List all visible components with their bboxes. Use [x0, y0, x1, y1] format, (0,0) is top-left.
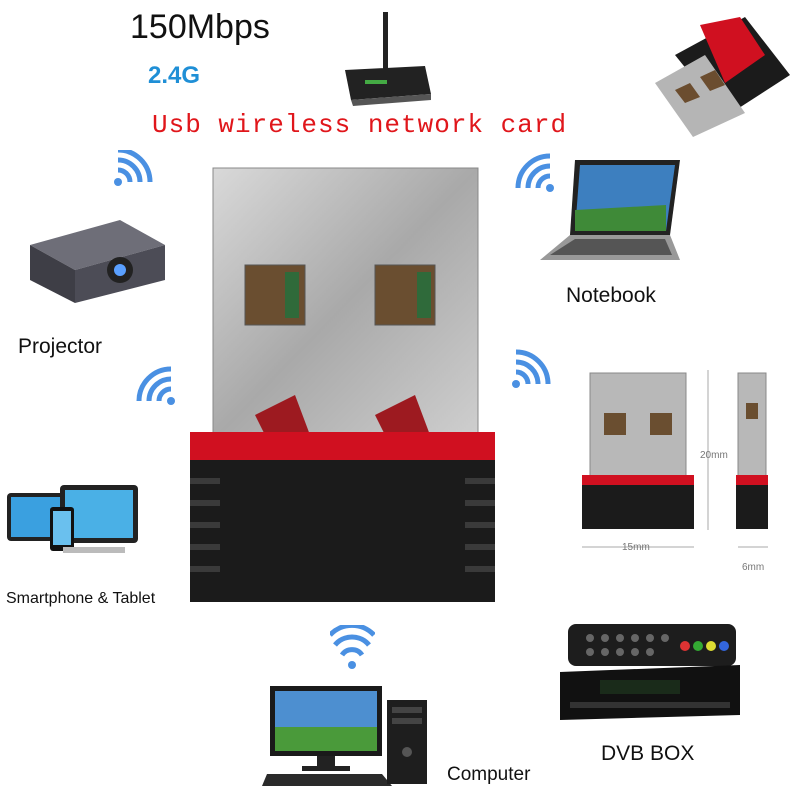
- wifi-icon: [512, 349, 551, 388]
- speed-label: 150Mbps: [130, 8, 270, 46]
- wifi-icon: [515, 153, 554, 192]
- computer-image: [262, 686, 427, 786]
- height-dimension-label: 20mm: [700, 450, 728, 461]
- smartphone-tablet-image: [7, 485, 138, 553]
- adapter-thumbnail-image: [655, 17, 790, 137]
- product-title: Usb wireless network card: [152, 110, 568, 140]
- router-image: [345, 12, 431, 106]
- projector-label: Projector: [18, 335, 103, 358]
- dvb-box-label: DVB BOX: [601, 742, 695, 765]
- dvb-box-image: [560, 624, 740, 720]
- notebook-image: [540, 160, 680, 260]
- band-label: 2.4G: [148, 62, 201, 89]
- width-dimension-label: 15mm: [622, 542, 650, 553]
- wifi-icon: [136, 366, 175, 405]
- usb-adapter-main-image: [190, 167, 495, 602]
- depth-dimension-label: 6mm: [742, 562, 765, 573]
- wifi-icon: [114, 150, 153, 186]
- dimension-diagram-image: [582, 370, 768, 548]
- smartphone-tablet-label: Smartphone & Tablet: [6, 590, 156, 607]
- projector-image: [30, 220, 165, 303]
- wifi-icon: [330, 625, 375, 669]
- computer-label: Computer: [447, 764, 531, 785]
- notebook-label: Notebook: [566, 284, 656, 307]
